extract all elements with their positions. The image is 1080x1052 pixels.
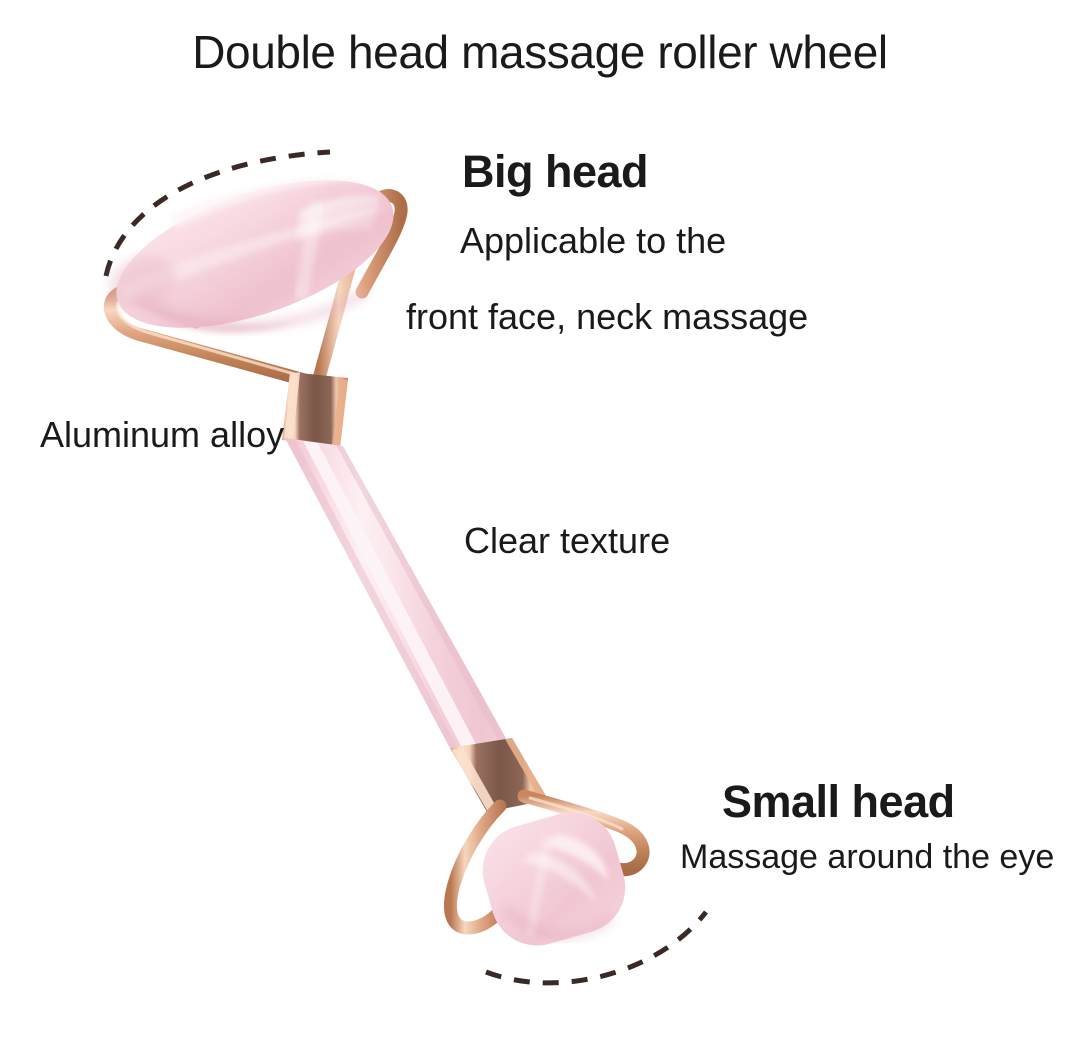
big-roller-stone (109, 177, 394, 333)
big-roller-fork (104, 189, 408, 389)
small-roller-fork (444, 789, 650, 935)
small-roller-stone (482, 812, 626, 946)
big-head-heading: Big head (462, 146, 649, 197)
small-head-heading: Small head (722, 776, 955, 827)
page-title: Double head massage roller wheel (192, 26, 888, 78)
upper-collar (282, 372, 348, 448)
clear-texture-label: Clear texture (464, 520, 671, 561)
big-head-description-line-1: Applicable to the (460, 220, 727, 261)
top-dashed-arc (103, 149, 331, 277)
aluminum-alloy-label: Aluminum alloy (40, 414, 285, 455)
lower-collar (450, 738, 548, 812)
big-head-description-line-2: front face, neck massage (406, 296, 809, 337)
small-head-description-line-1: Massage around the eye (680, 838, 1055, 876)
handle-shaft (285, 438, 508, 752)
bottom-dashed-arc (485, 910, 708, 986)
